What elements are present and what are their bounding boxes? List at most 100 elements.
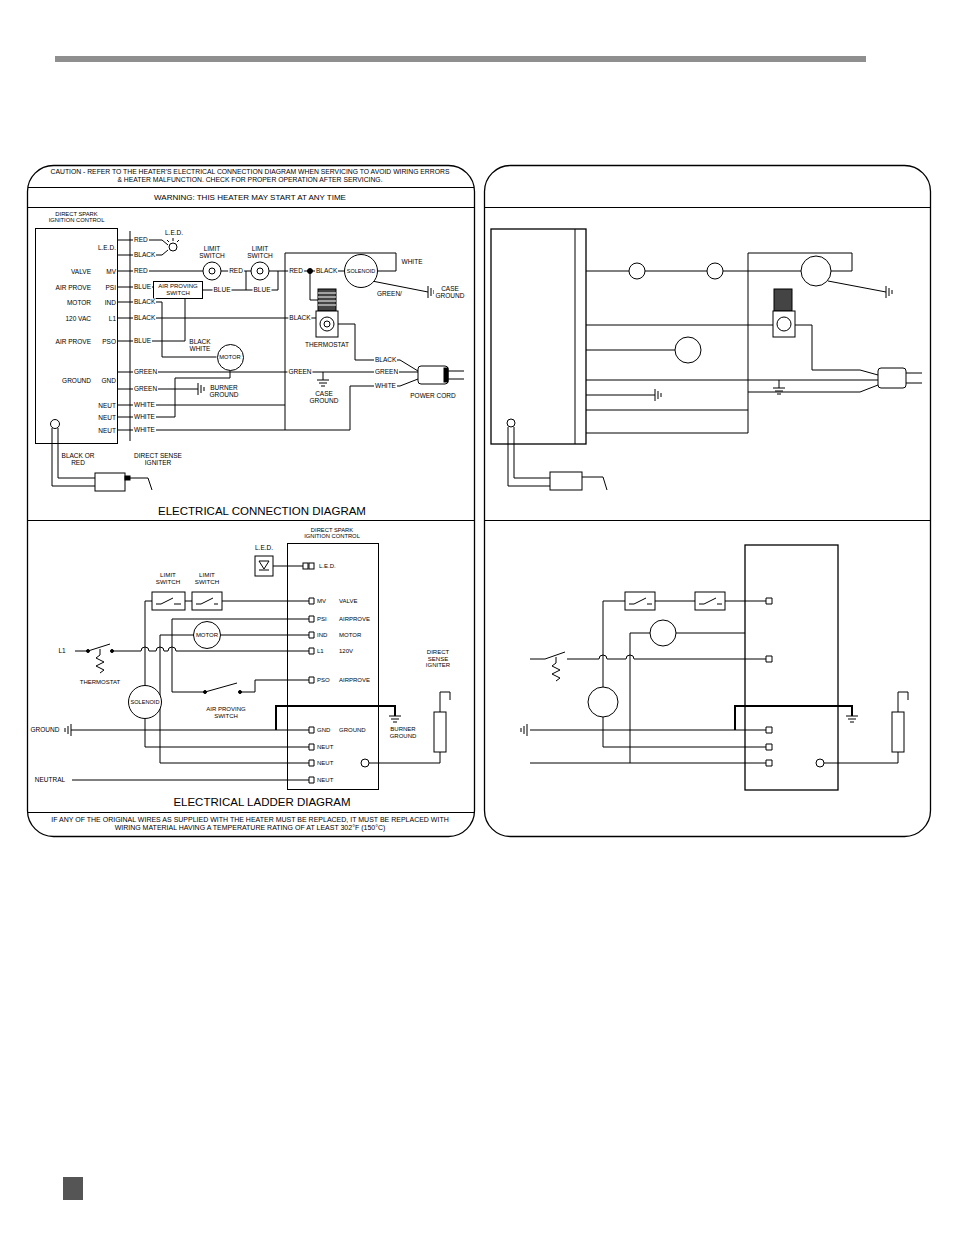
limit-switch-symbol [251,262,269,280]
wire [71,566,450,780]
diagram-heading: ELECTRICAL CONNECTION DIAGRAM [157,505,367,518]
wire [530,601,908,763]
pin-label: PSO [317,677,330,684]
component-name: MOTOR [196,632,218,639]
component-heading: DIRECT SPARK IGNITION CONTROL [47,211,107,224]
wire-color-label: BLACK [315,267,338,274]
thermostat-dial [320,317,334,331]
power-plug [418,366,448,384]
limit-switch-symbol [209,268,215,274]
pin-label: 120V [339,648,353,655]
pin-label: L.E.D. [98,244,116,251]
component-label: BURNER GROUND [384,726,422,739]
wire [508,229,922,490]
terminal [309,563,314,569]
led-lamp-symbol [169,243,177,251]
pin-label: AIR PROVE [56,338,91,345]
thermostat-dial [777,317,791,331]
thermostat-body [773,311,795,337]
component-label: NEUTRAL [34,776,66,783]
led-rays [167,238,179,242]
wire-color-label: GREEN/ [376,290,403,297]
thermostat-knob [774,289,792,311]
pin-label: MOTOR [339,632,361,639]
wire-color-label: WHITE [133,413,156,420]
igniter-terminal [361,759,369,767]
switch-contact [629,598,722,604]
pin-label: 120 VAC [65,315,91,322]
terminal [309,598,314,783]
igniter-symbol [892,712,904,752]
power-plug [878,368,906,388]
pin-label: NEUT [317,744,333,751]
wire-connector [118,302,217,357]
pin-label: NEUT [98,402,116,409]
pin-label: GND [317,727,330,734]
component-label: LIMIT SWITCH [152,572,184,586]
ignition-control-outline [745,545,838,790]
solenoid-symbol [588,687,618,717]
switch-contact [204,691,207,694]
wire-color-label: BLACK [133,314,156,321]
pin-label: GROUND [339,727,366,734]
limit-switch-symbol [257,268,263,274]
limit-switch-symbol [707,263,723,279]
thermostat-dial [324,321,330,327]
wire-color-label: RED [133,236,149,243]
solenoid-coil: SOLENOID [344,254,378,288]
wire [52,231,464,490]
component-label: L.E.D. [164,229,184,236]
panel-divider [485,208,930,521]
wire-color-label: BLACK [288,314,311,321]
wire-connector [145,719,287,747]
component-label: DIRECT SENSE IGNITER [422,649,454,669]
component-name: SOLENOID [131,699,160,705]
component-label: DIRECT SENSE IGNITER [128,452,188,467]
pin-label: AIRPROVE [339,677,370,684]
component-name: AIR PROVING SWITCH [156,283,200,296]
pin-label: GROUND [62,377,91,384]
thermostat-knob-hatch [318,293,336,305]
component-label: LIMIT SWITCH [196,245,228,260]
motor-symbol: MOTOR [217,344,244,371]
pin-label: AIR PROVE [56,284,91,291]
pin-label: GND [102,377,116,384]
igniter-terminal [507,419,515,427]
wire-color-label: BLUE [133,283,152,290]
limit-switch-symbol [629,263,645,279]
wire-color-label: BLACK [133,251,156,258]
pin-label: NEUT [98,414,116,421]
wire-color-label: WHITE [401,258,424,265]
component-label: L1 [57,647,66,654]
page-marker [63,1177,83,1200]
pin-label: AIRPROVE [339,616,370,623]
pin-label: MV [106,268,116,275]
component-heading: DIRECT SPARK IGNITION CONTROL [302,527,362,540]
left-panel [28,166,475,837]
ground-symbol [655,286,892,401]
wire-color-label: RED [133,267,149,274]
pin-label: PSO [102,338,116,345]
panel-divider [28,188,474,813]
solenoid-coil: SOLENOID [128,685,162,719]
component-label: THERMOSTAT [79,679,121,686]
component-label: CASE GROUND [434,285,466,300]
pin-label: L1 [317,648,324,655]
ignition-control-box: DIRECT SPARK IGNITION CONTROLL.E.D.MVVAL… [287,543,379,790]
thermostat-bimetal [552,657,560,681]
component-label: THERMOSTAT [304,341,350,348]
wire-color-label: BLUE [213,286,232,293]
switch-contact [87,650,90,653]
limit-switch-symbol [152,592,185,610]
motor-symbol: MOTOR [193,621,221,649]
header-bar [55,56,866,62]
wire-color-label: BLACK [133,298,156,305]
pin-label: PSI [317,616,327,623]
drawing-group [28,166,931,837]
switch-contact [111,650,114,653]
air-proving-switch: AIR PROVING SWITCH [153,281,203,299]
wire-color-label: GREEN [133,385,158,392]
